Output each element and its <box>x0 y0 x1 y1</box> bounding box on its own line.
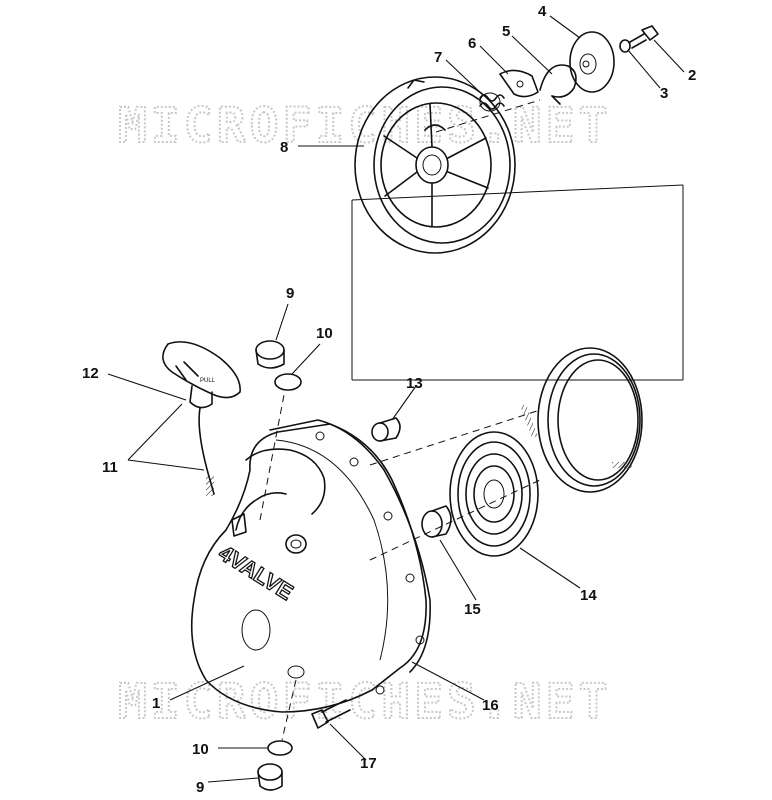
callout-10-top: 10 <box>316 325 333 342</box>
starter-housing: 4VALVE <box>190 419 431 713</box>
pulley <box>354 76 516 254</box>
watermark-top: MICROFICHES.NET <box>118 98 611 154</box>
callout-12: 12 <box>82 365 99 382</box>
recoil-spring <box>449 347 643 557</box>
callout-11: 11 <box>102 459 118 476</box>
callout-15: 15 <box>464 601 481 618</box>
assembly-guide-lines <box>259 99 684 741</box>
leader-lines <box>107 15 685 783</box>
plug-top <box>255 340 285 369</box>
callout-8: 8 <box>280 139 288 156</box>
spring-small <box>479 92 505 112</box>
o-ring-bottom <box>267 740 293 756</box>
callout-17: 17 <box>360 755 377 772</box>
callout-9-bottom: 9 <box>196 779 204 796</box>
callout-1: 1 <box>152 695 160 712</box>
starter-handle: PULL <box>162 341 241 409</box>
callout-2: 2 <box>688 67 696 84</box>
callout-14: 14 <box>580 587 597 604</box>
bolt-top <box>629 25 659 49</box>
callout-6: 6 <box>468 35 476 52</box>
ratchet-pawl <box>499 69 539 98</box>
callout-13: 13 <box>406 375 423 392</box>
handle-grip-text: PULL <box>200 378 216 384</box>
callout-7: 7 <box>434 49 442 66</box>
bushing <box>371 417 401 442</box>
callout-9-top: 9 <box>286 285 294 302</box>
friction-spring <box>539 64 577 105</box>
callout-10-bottom: 10 <box>192 741 209 758</box>
o-ring-top <box>274 373 302 391</box>
collar <box>421 505 452 538</box>
housing-emboss-text: 4VALVE <box>214 540 297 605</box>
callout-5: 5 <box>502 23 510 40</box>
bolt-bottom <box>311 699 351 729</box>
callout-16: 16 <box>482 697 499 714</box>
callout-4: 4 <box>538 3 547 20</box>
plug-bottom <box>257 763 283 791</box>
rope-end <box>206 476 214 496</box>
callout-labels: 1 2 3 4 5 6 7 8 9 10 12 11 13 14 15 16 1… <box>82 3 696 796</box>
callout-3: 3 <box>660 85 668 102</box>
washer-small <box>619 39 631 53</box>
watermark-bottom: MICROFICHES.NET <box>118 674 611 730</box>
friction-plate <box>569 31 615 93</box>
